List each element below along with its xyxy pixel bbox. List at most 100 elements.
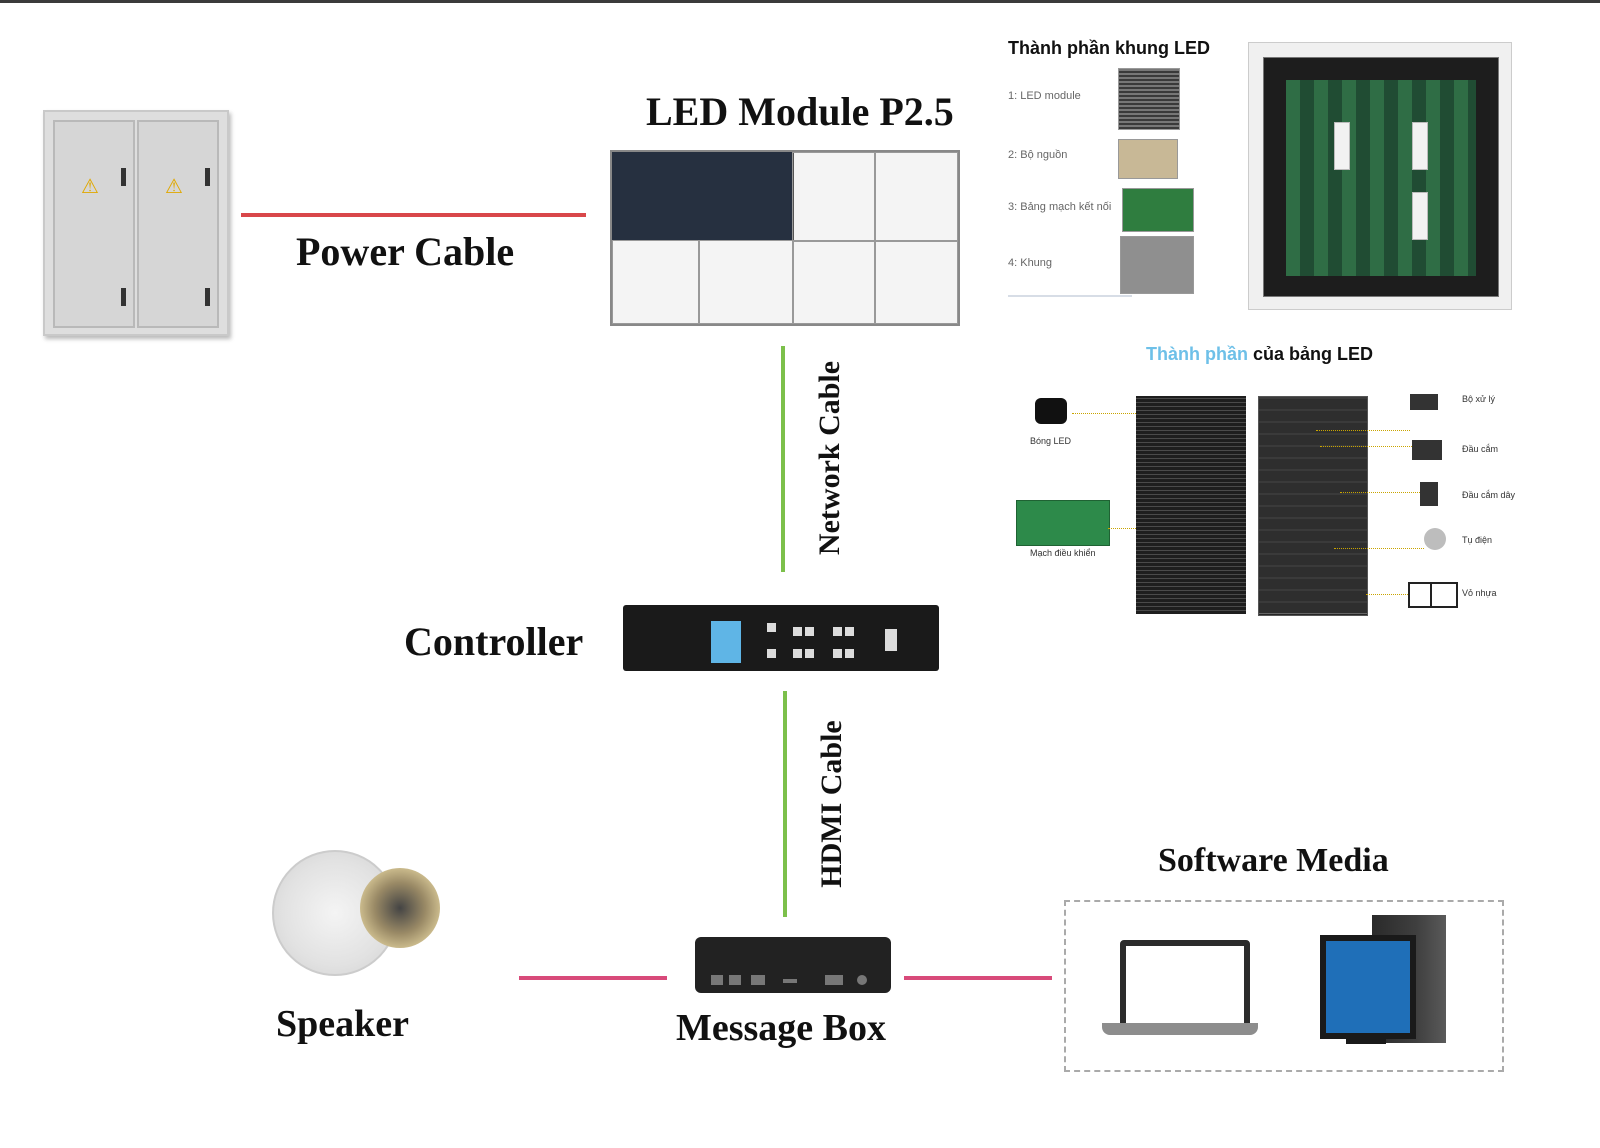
psu xyxy=(1412,192,1428,240)
controller-device xyxy=(623,605,939,671)
led-module-image xyxy=(610,150,960,326)
controller-button xyxy=(793,649,802,658)
pointer-line xyxy=(1316,430,1410,431)
board-panel-title: Thành phần của bảng LED xyxy=(1146,344,1373,365)
cabinet-modules xyxy=(1286,80,1476,276)
pointer-line xyxy=(1320,446,1412,447)
monitor-icon xyxy=(1320,935,1416,1039)
media-cable-line xyxy=(904,976,1052,980)
connector-board-thumb xyxy=(1122,188,1194,232)
lan-port xyxy=(751,975,765,985)
usb-port xyxy=(711,975,723,985)
controller-button xyxy=(793,627,802,636)
board-back-half xyxy=(1259,397,1367,506)
handle xyxy=(121,288,126,306)
frame-item: 3: Bảng mạch kết nối xyxy=(1008,201,1112,213)
capacitor-icon xyxy=(1424,528,1446,550)
hdmi-cable-label-wrap: HDMI Cable xyxy=(702,720,962,888)
controller-button xyxy=(805,649,814,658)
pointer-line xyxy=(1366,594,1408,595)
network-cable-line xyxy=(781,346,785,572)
controller-button xyxy=(833,649,842,658)
power-cable-label: Power Cable xyxy=(296,229,515,274)
led-module-thumb xyxy=(1118,68,1180,130)
led-board-back xyxy=(1258,396,1368,616)
power-switch xyxy=(885,629,897,651)
frame-item: 4: Khung xyxy=(1008,257,1053,269)
frame-cell xyxy=(612,240,700,324)
led-module-label: LED Module P2.5 xyxy=(646,89,954,134)
frame-thumb xyxy=(1120,236,1194,294)
controller-label: Controller xyxy=(404,619,584,664)
controller-button xyxy=(767,623,776,632)
handle xyxy=(205,168,210,186)
laptop-base xyxy=(1102,1023,1258,1035)
hdmi-cable-label: HDMI Cable xyxy=(815,720,848,888)
controller-screen xyxy=(711,621,741,663)
processor-label: Bộ xử lý xyxy=(1462,394,1496,404)
electrical-cabinet: ⚠ ⚠ xyxy=(43,110,229,336)
usb-port xyxy=(729,975,741,985)
power-cable-line xyxy=(241,213,586,217)
cabinet-back-photo xyxy=(1248,42,1512,310)
board-panel-title-accent: Thành phần xyxy=(1146,344,1248,364)
board-panel-title-rest: của bảng LED xyxy=(1248,344,1374,364)
network-cable-label-wrap: Network Cable xyxy=(700,361,960,555)
speaker-driver xyxy=(360,868,440,948)
board-back-half xyxy=(1259,505,1367,614)
handle xyxy=(121,168,126,186)
software-media-label: Software Media xyxy=(1158,842,1389,879)
pointer-line xyxy=(1108,528,1136,529)
hdmi-port xyxy=(825,975,843,985)
led-bulb-label: Bóng LED xyxy=(1030,436,1072,446)
divider xyxy=(1008,295,1132,297)
hdmi-cable-line xyxy=(783,691,787,917)
laptop-icon xyxy=(1120,940,1250,1030)
led-module-back xyxy=(612,152,794,240)
controller-button xyxy=(845,627,854,636)
handle xyxy=(205,288,210,306)
controller-button xyxy=(845,649,854,658)
psu xyxy=(1412,122,1428,170)
message-box-device xyxy=(695,937,891,993)
frame-panel-title: Thành phần khung LED xyxy=(1008,38,1210,58)
warning-icon: ⚠ xyxy=(165,176,183,198)
processor-icon xyxy=(1410,394,1438,410)
pointer-line xyxy=(1334,548,1424,549)
dc-port xyxy=(857,975,867,985)
audio-cable-line xyxy=(519,976,667,980)
power-supply-thumb xyxy=(1118,139,1178,179)
frame-cell xyxy=(792,152,876,242)
cabinet-door-left: ⚠ xyxy=(53,120,135,328)
control-circuit-icon xyxy=(1016,500,1110,546)
pointer-line xyxy=(1072,413,1136,414)
connector-label: Đầu cắm xyxy=(1462,444,1499,454)
connector-icon xyxy=(1412,440,1442,460)
message-box-label: Message Box xyxy=(676,1007,887,1049)
warning-icon: ⚠ xyxy=(81,176,99,198)
frame-item: 2: Bộ nguồn xyxy=(1008,149,1068,161)
capacitor-label: Tụ điện xyxy=(1462,535,1493,545)
led-board-front xyxy=(1136,396,1246,614)
plastic-shell-label: Vỏ nhựa xyxy=(1462,588,1497,598)
pointer-line xyxy=(1340,492,1420,493)
speaker-label: Speaker xyxy=(276,1003,409,1045)
sd-slot xyxy=(783,979,797,983)
plastic-shell-icon xyxy=(1408,582,1458,608)
controller-button xyxy=(805,627,814,636)
frame-item: 1: LED module xyxy=(1008,90,1081,102)
monitor-stand xyxy=(1346,1034,1386,1044)
cabinet-frame xyxy=(1263,57,1499,297)
frame-cell xyxy=(792,240,876,324)
plastic-shell-divider xyxy=(1430,582,1432,608)
control-circuit-label: Mạch điều khiển xyxy=(1030,548,1096,558)
top-border xyxy=(0,0,1600,3)
frame-cell xyxy=(874,240,958,324)
controller-button xyxy=(767,649,776,658)
psu xyxy=(1334,122,1350,170)
led-bulb-icon xyxy=(1035,398,1067,424)
controller-button xyxy=(833,627,842,636)
frame-cell xyxy=(874,152,958,242)
frame-cell xyxy=(698,240,794,324)
wire-connector-icon xyxy=(1420,482,1438,506)
